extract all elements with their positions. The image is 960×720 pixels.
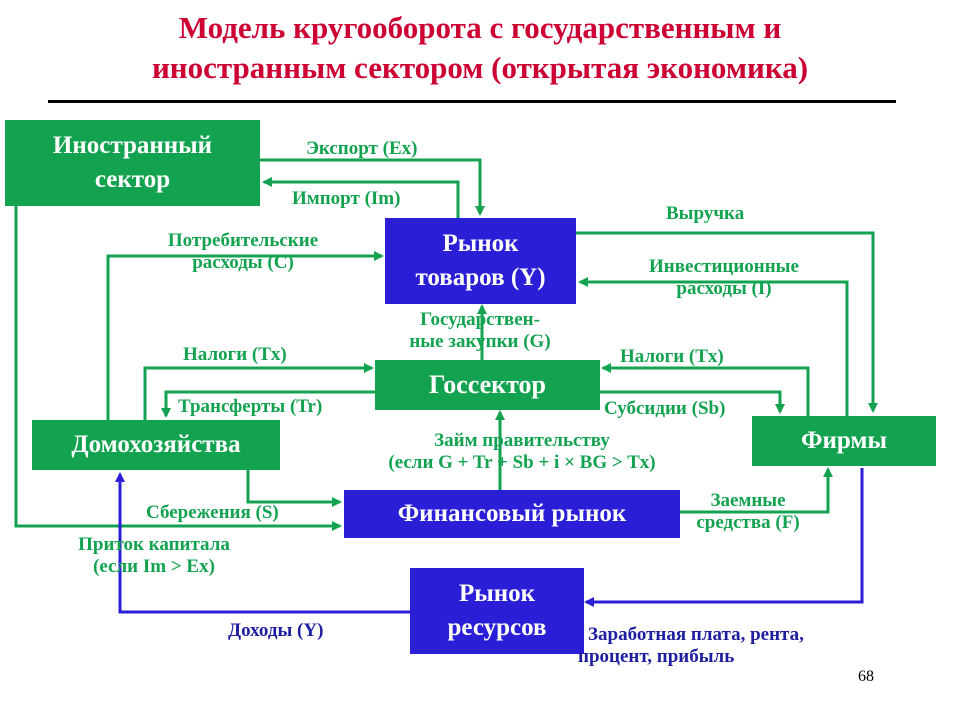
households-box: Домохозяйства <box>32 420 280 470</box>
page-number: 68 <box>858 668 874 685</box>
transfers-label: Трансферты (Tr) <box>178 396 323 417</box>
resource-market-line-1: Рынок <box>458 580 536 607</box>
firms-box: Фирмы <box>752 416 936 466</box>
gov-loan-label: Займ правительству (если G + Tr + Sb + i… <box>322 430 722 474</box>
savings-label: Сбережения (S) <box>146 502 279 523</box>
factor-payments-line-1: Заработная плата, рента, <box>588 624 804 645</box>
title-line-1: Модель кругооборота с государственным и <box>178 10 782 45</box>
revenue-label: Выручка <box>666 203 745 224</box>
taxes-households-label: Налоги (Tx) <box>183 344 287 365</box>
capital-inflow-arrow <box>14 206 342 531</box>
goods-market-line-1: Рынок <box>442 230 519 257</box>
savings-arrow <box>246 470 342 507</box>
gov-loan-line-2: (если G + Tr + Sb + i × BG > Tx) <box>388 452 656 473</box>
factor-payments-line-2: процент, прибыль <box>578 646 735 667</box>
financial-market-box: Финансовый рынок <box>344 490 680 538</box>
factor-payments-label: Заработная плата, рента, процент, прибыл… <box>578 624 804 668</box>
title-line-2: иностранным сектором (открытая экономика… <box>151 50 809 85</box>
gov-purchases-line-1: Государствен- <box>420 309 540 330</box>
capital-inflow-line-2: (если Im > Ex) <box>93 556 215 577</box>
export-arrow <box>260 158 485 216</box>
foreign-sector-line-2: сектор <box>94 166 171 193</box>
factor-payments-arrow <box>584 468 864 607</box>
title-divider <box>48 100 896 103</box>
investment-label: Инвестиционные расходы (I) <box>604 256 844 300</box>
import-label: Импорт (Im) <box>292 188 401 209</box>
investment-arrow <box>578 277 849 416</box>
borrowed-funds-line-2: средства (F) <box>696 512 800 533</box>
capital-inflow-line-1: Приток капитала <box>78 534 230 555</box>
capital-inflow-label: Приток капитала (если Im > Ex) <box>40 534 268 578</box>
resource-market-box: Рынок ресурсов <box>410 568 584 654</box>
government-box: Госсектор <box>375 360 600 410</box>
slide-title: Модель кругооборота с государственным и … <box>40 8 920 88</box>
taxes-firms-arrow <box>601 363 810 416</box>
gov-purchases-line-2: ные закупки (G) <box>409 331 551 352</box>
transfers-arrow <box>161 390 378 418</box>
import-arrow <box>262 177 460 218</box>
resource-market-line-2: ресурсов <box>447 614 547 641</box>
consumer-spending-arrow <box>106 251 384 420</box>
consumer-spending-line-1: Потребительские <box>167 230 319 251</box>
export-label: Экспорт (Ex) <box>306 138 418 159</box>
goods-market-line-2: товаров (Y) <box>415 264 546 291</box>
revenue-arrow <box>576 231 878 413</box>
subsidies-arrow <box>598 390 785 414</box>
consumer-spending-label: Потребительские расходы (C) <box>130 230 356 274</box>
subsidies-label: Субсидии (Sb) <box>604 398 726 419</box>
investment-line-1: Инвестиционные <box>649 256 799 277</box>
borrowed-funds-line-1: Заемные <box>710 490 786 511</box>
borrowed-funds-arrow <box>680 467 833 514</box>
gov-purchases-label: Государствен- ные закупки (G) <box>380 309 580 353</box>
gov-loan-line-1: Займ правительству <box>434 430 610 451</box>
taxes-firms-label: Налоги (Tx) <box>620 346 724 367</box>
consumer-spending-line-2: расходы (C) <box>192 252 294 273</box>
incomes-label: Доходы (Y) <box>228 620 324 641</box>
borrowed-funds-label: Заемные средства (F) <box>660 490 836 534</box>
incomes-arrow <box>115 472 410 614</box>
foreign-sector-line-1: Иностранный <box>52 132 213 159</box>
foreign-sector-box: Иностранный сектор <box>5 120 260 206</box>
goods-market-box: Рынок товаров (Y) <box>385 218 576 304</box>
taxes-households-arrow <box>143 363 374 420</box>
investment-line-2: расходы (I) <box>676 278 772 299</box>
